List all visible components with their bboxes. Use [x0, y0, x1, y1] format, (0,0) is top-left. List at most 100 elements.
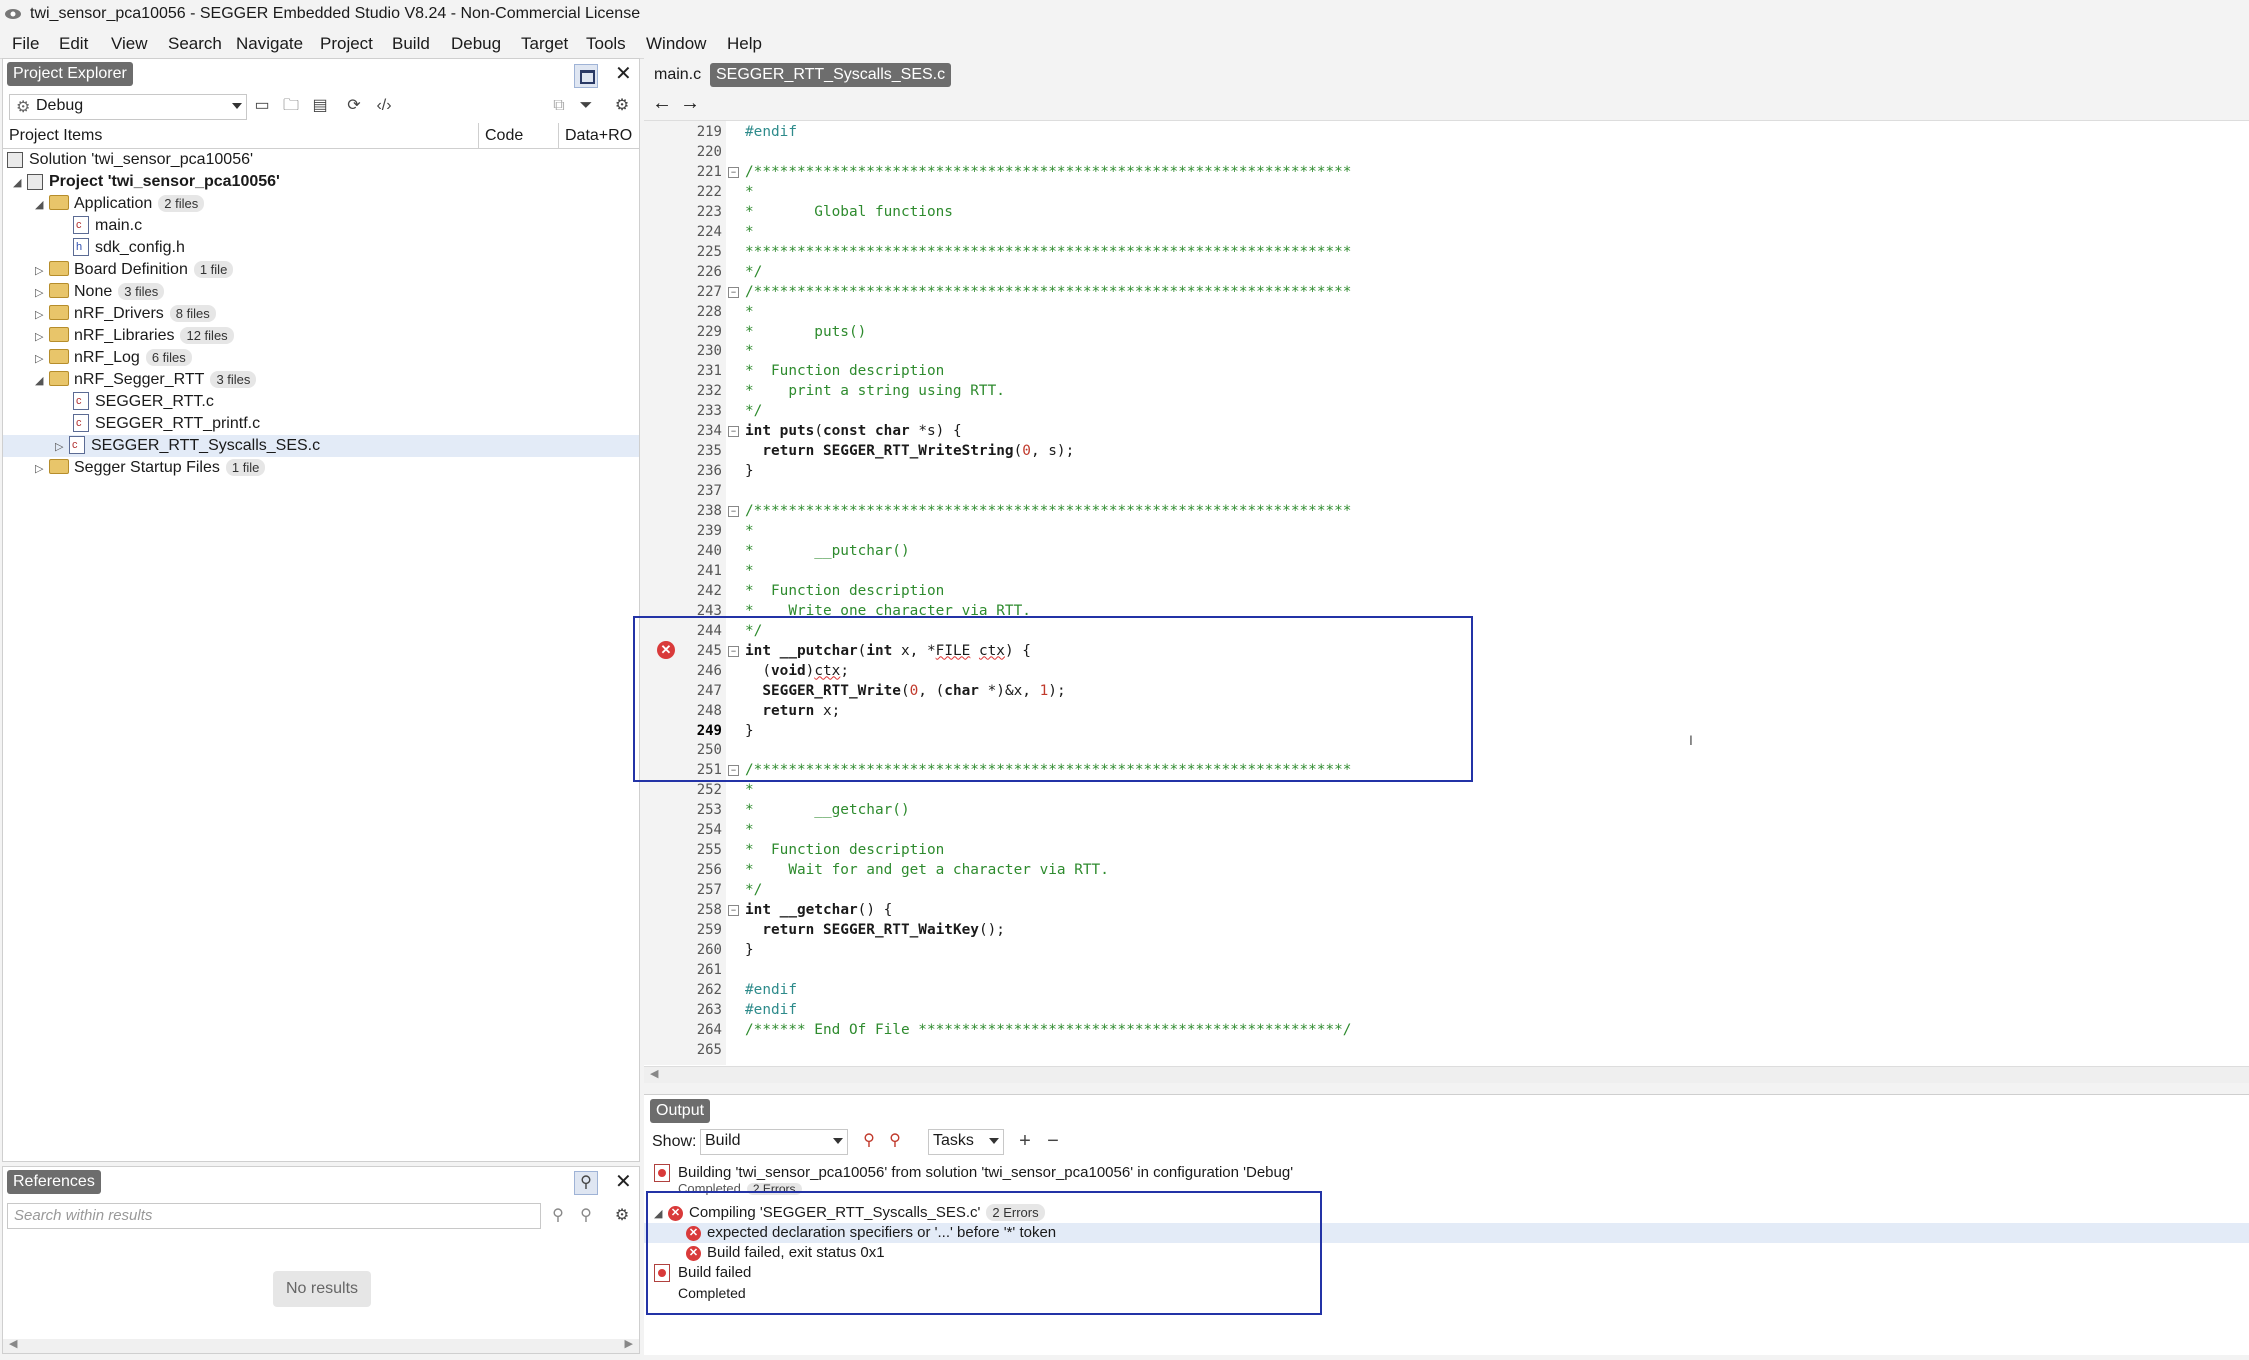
- settings-icon[interactable]: ⚙: [614, 97, 630, 114]
- tree-file-segger-rtt-syscalls[interactable]: ▷SEGGER_RTT_Syscalls_SES.c: [3, 434, 639, 457]
- tree-project[interactable]: ◢Project 'twi_sensor_pca10056': [13, 171, 280, 193]
- code-line[interactable]: *: [745, 562, 754, 579]
- output-error-row-1[interactable]: ✕expected declaration specifiers or '...…: [644, 1223, 2249, 1243]
- code-line[interactable]: * __getchar(): [745, 802, 910, 819]
- menu-edit[interactable]: Edit: [59, 34, 89, 53]
- refresh-icon[interactable]: ⟳: [347, 97, 361, 114]
- code-line[interactable]: * puts(): [745, 323, 867, 340]
- prev-error-icon[interactable]: ⚲: [863, 1132, 875, 1149]
- collapsed-icon[interactable]: ▷: [35, 463, 44, 475]
- tree-file-main-c[interactable]: main.c: [73, 214, 142, 237]
- fold-toggle-icon[interactable]: −: [728, 426, 739, 438]
- scroll-left-icon[interactable]: ◀: [650, 1068, 659, 1080]
- collapsed-icon[interactable]: ▷: [35, 309, 44, 321]
- menu-window[interactable]: Window: [646, 34, 707, 53]
- code-icon[interactable]: ‹/›: [376, 97, 392, 114]
- code-line[interactable]: *: [745, 223, 754, 240]
- error-marker-icon[interactable]: ✕: [657, 641, 675, 659]
- code-line[interactable]: */: [745, 263, 763, 280]
- scroll-right-icon[interactable]: ▶: [624, 1338, 633, 1350]
- code-line[interactable]: *: [745, 343, 754, 360]
- fold-toggle-icon[interactable]: −: [728, 286, 739, 298]
- code-line[interactable]: /***************************************…: [745, 503, 1352, 520]
- code-line[interactable]: * Function description: [745, 582, 945, 599]
- horizontal-scrollbar[interactable]: ◀ ▶: [3, 1338, 639, 1353]
- code-line[interactable]: *: [745, 822, 754, 839]
- menu-view[interactable]: View: [111, 34, 148, 53]
- code-line[interactable]: */: [745, 882, 763, 899]
- maximize-icon[interactable]: [574, 64, 598, 88]
- expand-all-icon[interactable]: +: [1019, 1130, 1031, 1152]
- tab-segger-rtt-syscalls[interactable]: SEGGER_RTT_Syscalls_SES.c: [710, 63, 952, 87]
- code-line[interactable]: return SEGGER_RTT_WaitKey();: [762, 922, 1005, 938]
- collapse-all-icon[interactable]: −: [1047, 1130, 1059, 1152]
- output-error-row-2[interactable]: ✕Build failed, exit status 0x1: [686, 1243, 885, 1263]
- fold-toggle-icon[interactable]: −: [728, 506, 739, 518]
- column-project-items[interactable]: Project Items: [3, 123, 479, 149]
- show-select[interactable]: Build: [700, 1129, 848, 1155]
- tree-solution[interactable]: Solution 'twi_sensor_pca10056': [7, 149, 253, 171]
- close-icon[interactable]: ✕: [615, 1171, 632, 1193]
- menu-help[interactable]: Help: [727, 34, 762, 53]
- copy-icon[interactable]: ⧉: [553, 97, 565, 114]
- output-build-failed-row[interactable]: Build failed: [654, 1263, 751, 1283]
- tasks-select[interactable]: Tasks: [928, 1129, 1004, 1155]
- code-line[interactable]: *: [745, 782, 754, 799]
- output-tab[interactable]: Output: [650, 1099, 711, 1123]
- output-compiling-row[interactable]: ◢✕Compiling 'SEGGER_RTT_Syscalls_SES.c'2…: [654, 1203, 1045, 1223]
- column-data-ro[interactable]: Data+RO: [559, 123, 639, 149]
- expanded-icon[interactable]: ◢: [13, 177, 22, 189]
- close-icon[interactable]: ✕: [615, 63, 632, 85]
- code-line[interactable]: */: [745, 622, 763, 639]
- folder-icon[interactable]: 🗀: [282, 97, 299, 114]
- collapsed-icon[interactable]: ▷: [35, 353, 44, 365]
- output-building-row[interactable]: Building 'twi_sensor_pca10056' from solu…: [654, 1163, 1293, 1183]
- menu-navigate[interactable]: Navigate: [236, 34, 304, 53]
- fold-toggle-icon[interactable]: −: [728, 765, 739, 777]
- fold-toggle-icon[interactable]: −: [728, 645, 739, 657]
- code-line[interactable]: #endif: [745, 124, 797, 140]
- expanded-icon[interactable]: ◢: [35, 199, 44, 211]
- tree-file-segger-rtt-printf[interactable]: SEGGER_RTT_printf.c: [73, 412, 260, 435]
- code-line[interactable]: (void)ctx;: [745, 662, 849, 679]
- forward-arrow-icon[interactable]: →: [680, 92, 700, 114]
- code-line[interactable]: *: [745, 523, 754, 539]
- pin-icon[interactable]: ⚲: [574, 1171, 598, 1195]
- code-line[interactable]: }: [745, 941, 754, 958]
- code-line[interactable]: int __putchar(int x, *FILE ctx) {: [745, 642, 1031, 659]
- code-line[interactable]: */: [745, 403, 763, 420]
- menu-debug[interactable]: Debug: [451, 34, 502, 53]
- menu-project[interactable]: Project: [320, 34, 373, 53]
- code-line[interactable]: #endif: [745, 981, 797, 998]
- code-line[interactable]: ****************************************…: [745, 243, 1352, 260]
- settings-icon[interactable]: ⚙: [614, 1207, 630, 1224]
- menu-file[interactable]: File: [12, 34, 40, 53]
- scroll-left-icon[interactable]: ◀: [9, 1338, 18, 1350]
- expanded-icon[interactable]: ◢: [35, 375, 44, 387]
- code-line[interactable]: SEGGER_RTT_Write(0, (char *)&x, 1);: [762, 682, 1066, 699]
- code-line[interactable]: * Global functions: [745, 203, 953, 220]
- locate-next-icon[interactable]: ⚲: [580, 1207, 592, 1224]
- code-line[interactable]: * __putchar(): [745, 542, 910, 559]
- editor-horizontal-scrollbar[interactable]: ◀: [644, 1066, 2249, 1083]
- next-error-icon[interactable]: ⚲: [889, 1132, 901, 1149]
- code-line[interactable]: * print a string using RTT.: [745, 383, 1005, 400]
- references-search-input[interactable]: Search within results: [7, 1203, 541, 1229]
- window-icon[interactable]: ▭: [254, 97, 270, 114]
- menu-search[interactable]: Search: [168, 34, 222, 53]
- tree-file-segger-rtt-c[interactable]: SEGGER_RTT.c: [73, 390, 214, 413]
- locate-icon[interactable]: ⚲: [552, 1207, 564, 1224]
- fold-toggle-icon[interactable]: −: [728, 905, 739, 917]
- collapsed-icon[interactable]: ▷: [35, 331, 44, 343]
- menu-build[interactable]: Build: [392, 34, 430, 53]
- back-arrow-icon[interactable]: ←: [652, 92, 672, 114]
- code-line[interactable]: int puts(const char *s) {: [745, 423, 962, 440]
- menu-tools[interactable]: Tools: [586, 34, 626, 53]
